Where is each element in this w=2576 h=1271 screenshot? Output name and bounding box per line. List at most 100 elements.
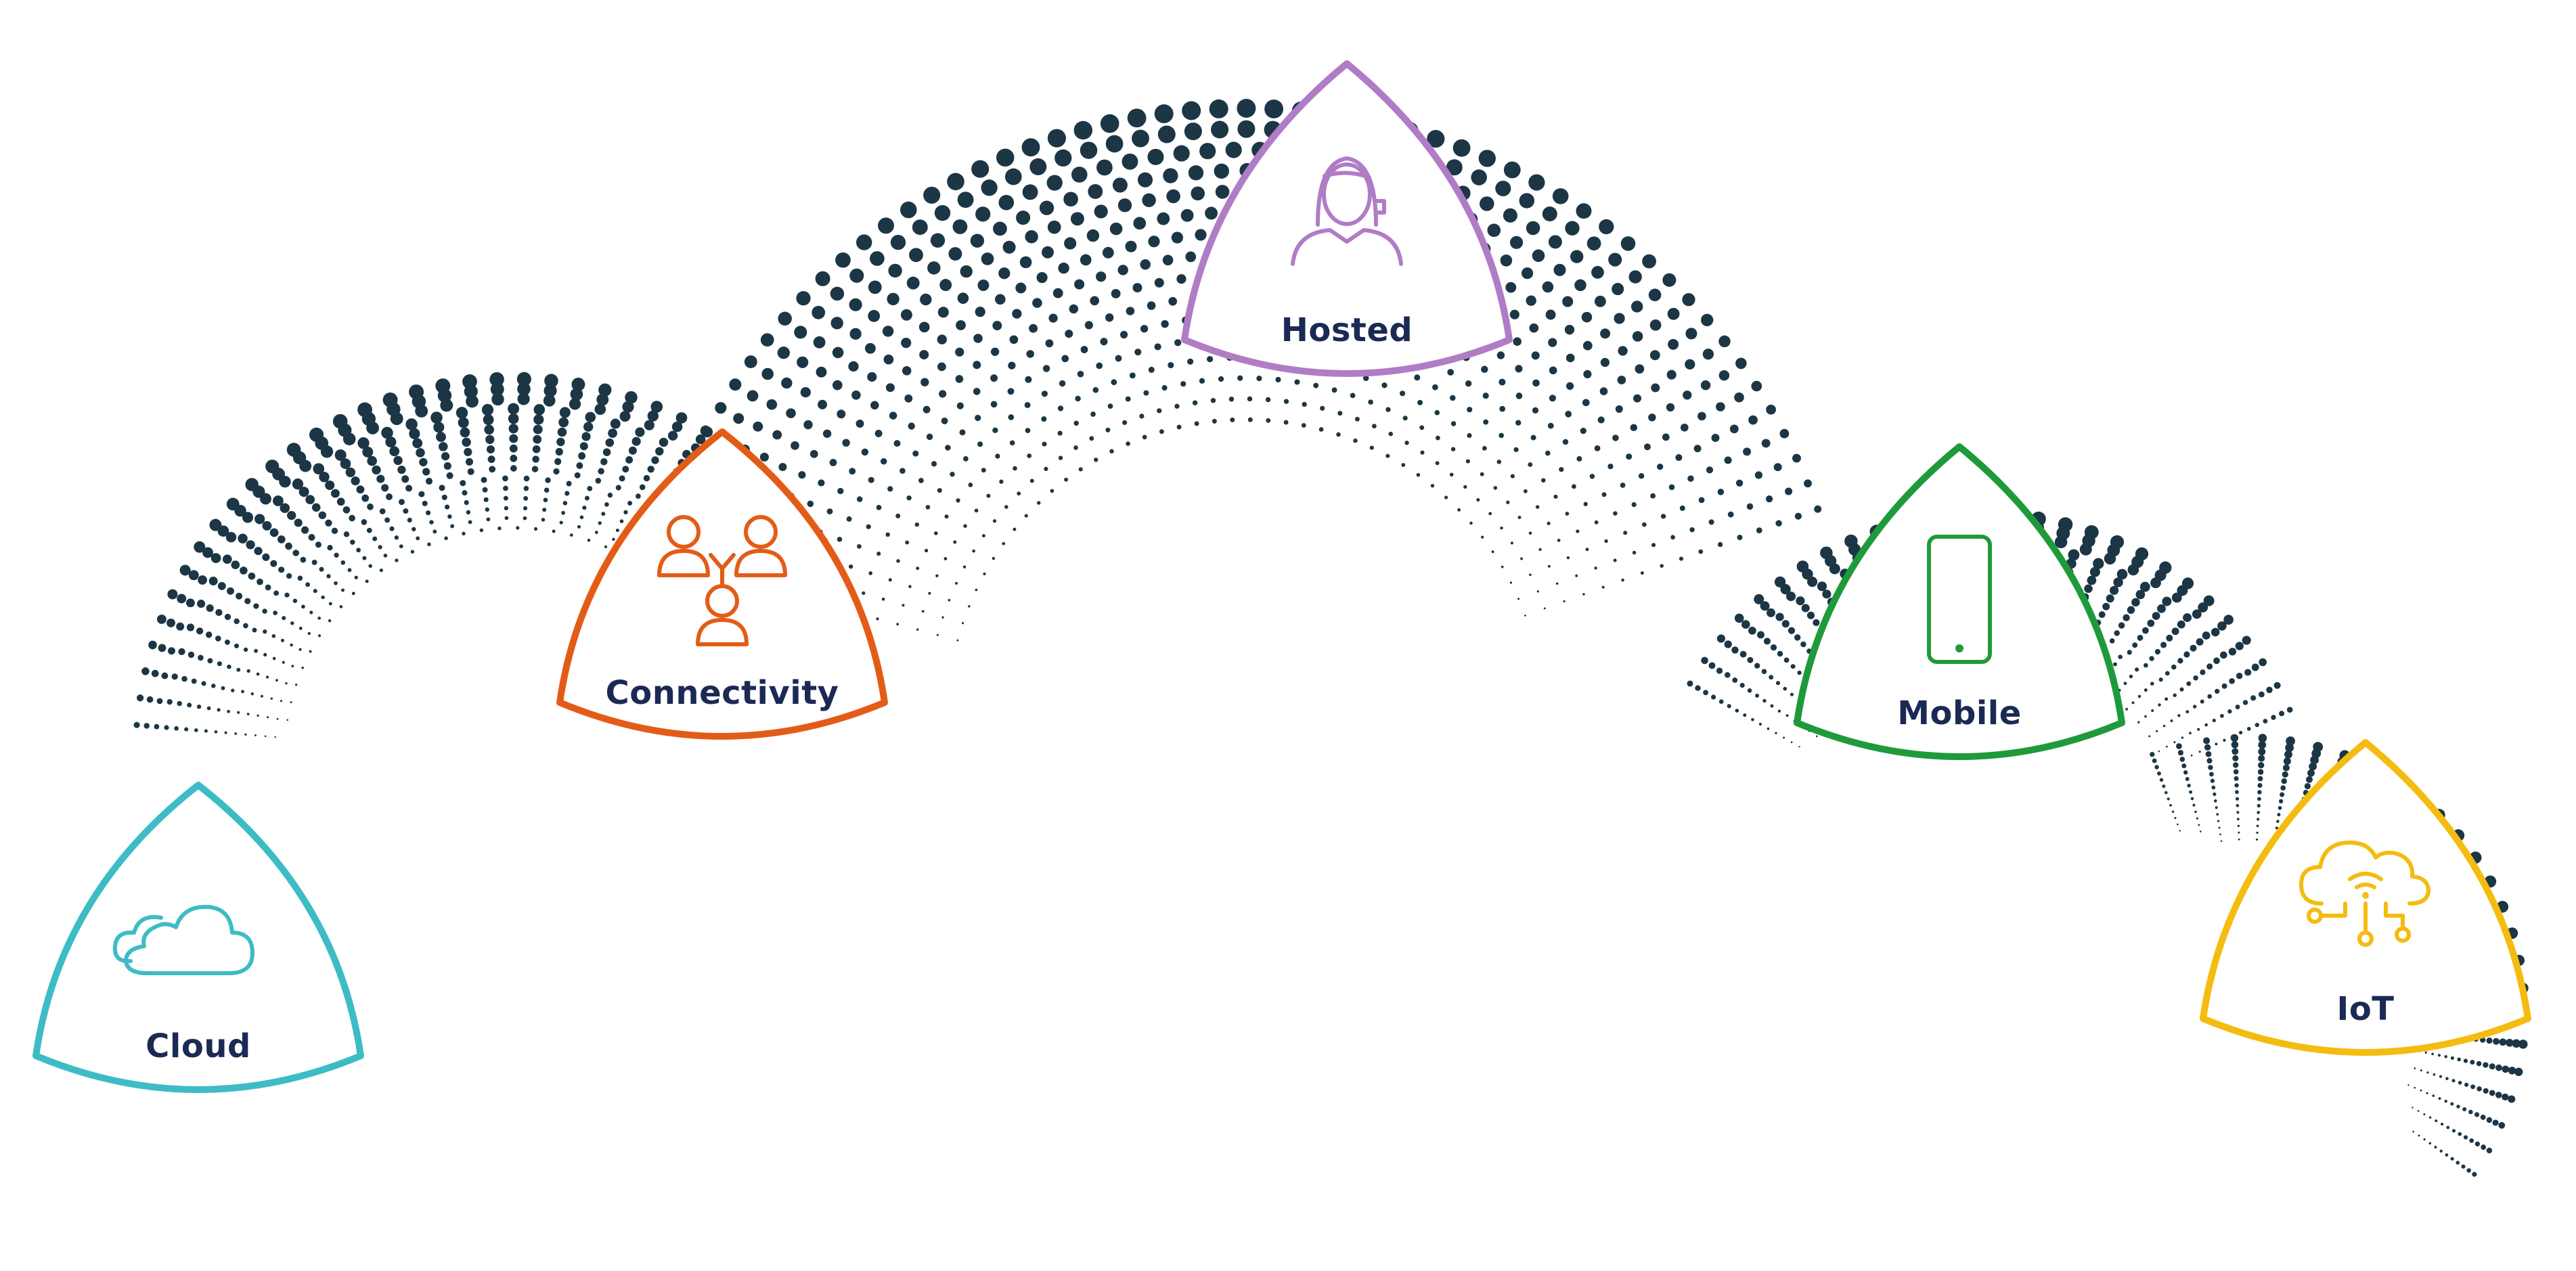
arc-dot [1547, 422, 1554, 429]
arc-dot [1025, 230, 1038, 244]
arc-dot [504, 516, 509, 520]
arc-dot [2236, 672, 2243, 679]
arc-dot [292, 550, 300, 556]
arc-dot [156, 615, 166, 624]
node-iot: IoT [2200, 734, 2531, 1073]
arc-dot [342, 506, 351, 514]
arc-dot [937, 362, 946, 372]
node-cloud: Cloud [32, 772, 364, 1110]
arc-dot [1154, 343, 1161, 351]
arc-dot [1047, 129, 1066, 148]
arc-dot [1528, 462, 1533, 467]
arc-dot [2221, 683, 2227, 689]
arc-dot [2451, 1079, 2456, 1083]
arc-dot [895, 513, 901, 518]
arc-dot [2087, 575, 2097, 585]
arc-dot [2159, 778, 2164, 782]
arc-dot [1499, 405, 1506, 412]
arc-dot [2458, 1132, 2462, 1136]
arc-dot [890, 234, 906, 250]
arc-dot [510, 465, 517, 472]
arc-dot [902, 604, 905, 607]
arc-dot [1012, 309, 1022, 319]
arc-dot [883, 354, 894, 365]
arc-dot [435, 378, 451, 394]
arc-dot [1814, 505, 1822, 513]
arc-dot [2499, 1038, 2507, 1046]
arc-dot [378, 545, 382, 550]
arc-dot [1417, 399, 1423, 405]
arc-dot [1766, 404, 1776, 415]
arc-dot [583, 422, 594, 432]
arc-dot [2480, 1115, 2486, 1120]
arc-dot [813, 336, 826, 349]
arc-dot [1711, 434, 1720, 442]
arc-dot [523, 516, 527, 520]
arc-dot [1115, 355, 1122, 362]
arc-dot [2489, 1063, 2495, 1070]
arc-dot [254, 648, 259, 653]
arc-dot [1048, 313, 1058, 323]
arc-dot [1532, 249, 1545, 263]
arc-dot [1283, 420, 1289, 425]
arc-dot [2445, 1153, 2449, 1157]
arc-dot [2186, 681, 2192, 686]
arc-dot [998, 267, 1011, 280]
arc-dot [290, 621, 294, 625]
arc-dot [1597, 416, 1605, 424]
arc-dot [533, 424, 543, 434]
arc-dot [2470, 1084, 2476, 1090]
arc-dot [184, 727, 189, 732]
arc-dot [973, 388, 981, 395]
arc-dot [2242, 700, 2248, 705]
arc-dot [1612, 283, 1624, 296]
arc-dot [241, 690, 244, 694]
arc-dot [1166, 189, 1180, 204]
arc-dot [2203, 737, 2211, 744]
arc-dot [570, 388, 583, 401]
arc-dot [1503, 161, 1521, 179]
arc-dot [450, 524, 455, 529]
arc-dot [224, 639, 230, 645]
arc-dot [2481, 1144, 2487, 1151]
arc-dot [2450, 1102, 2454, 1106]
arc-dot [1185, 251, 1197, 263]
arc-dot [234, 643, 240, 648]
node-hosted-label: Hosted [1281, 311, 1413, 349]
arc-dot [2220, 713, 2224, 718]
node-hosted: Hosted [1181, 55, 1513, 394]
arc-dot [2203, 595, 2215, 606]
arc-dot [456, 407, 468, 419]
arc-dot [1572, 484, 1576, 489]
arc-dot [1180, 381, 1186, 387]
arc-dot [399, 544, 403, 549]
arc-dot [2444, 1099, 2447, 1103]
arc-dot [1775, 732, 1777, 734]
arc-dot [489, 372, 504, 387]
arc-dot [1575, 574, 1578, 577]
arc-dot [1427, 129, 1445, 148]
arc-dot [356, 485, 365, 494]
arc-dot [1631, 502, 1637, 508]
arc-dot [409, 384, 424, 400]
arc-dot [367, 503, 374, 510]
arc-dot [336, 497, 345, 506]
arc-dot [2198, 751, 2201, 753]
arc-dot [1450, 421, 1457, 426]
arc-dot [1530, 434, 1536, 441]
arc-dot [1547, 564, 1551, 568]
arc-dot [968, 605, 971, 608]
arc-dot [993, 221, 1007, 236]
arc-dot [1779, 428, 1790, 439]
arc-dot [1336, 432, 1341, 437]
arc-dot [372, 536, 378, 541]
arc-dot [2132, 642, 2138, 648]
arc-dot [1675, 454, 1683, 462]
arc-dot [161, 672, 169, 679]
arc-dot [1002, 541, 1006, 545]
arc-dot [257, 578, 263, 585]
arc-dot [1467, 432, 1472, 439]
arc-dot [272, 656, 276, 661]
arc-dot [151, 669, 159, 677]
arc-dot [916, 628, 919, 631]
